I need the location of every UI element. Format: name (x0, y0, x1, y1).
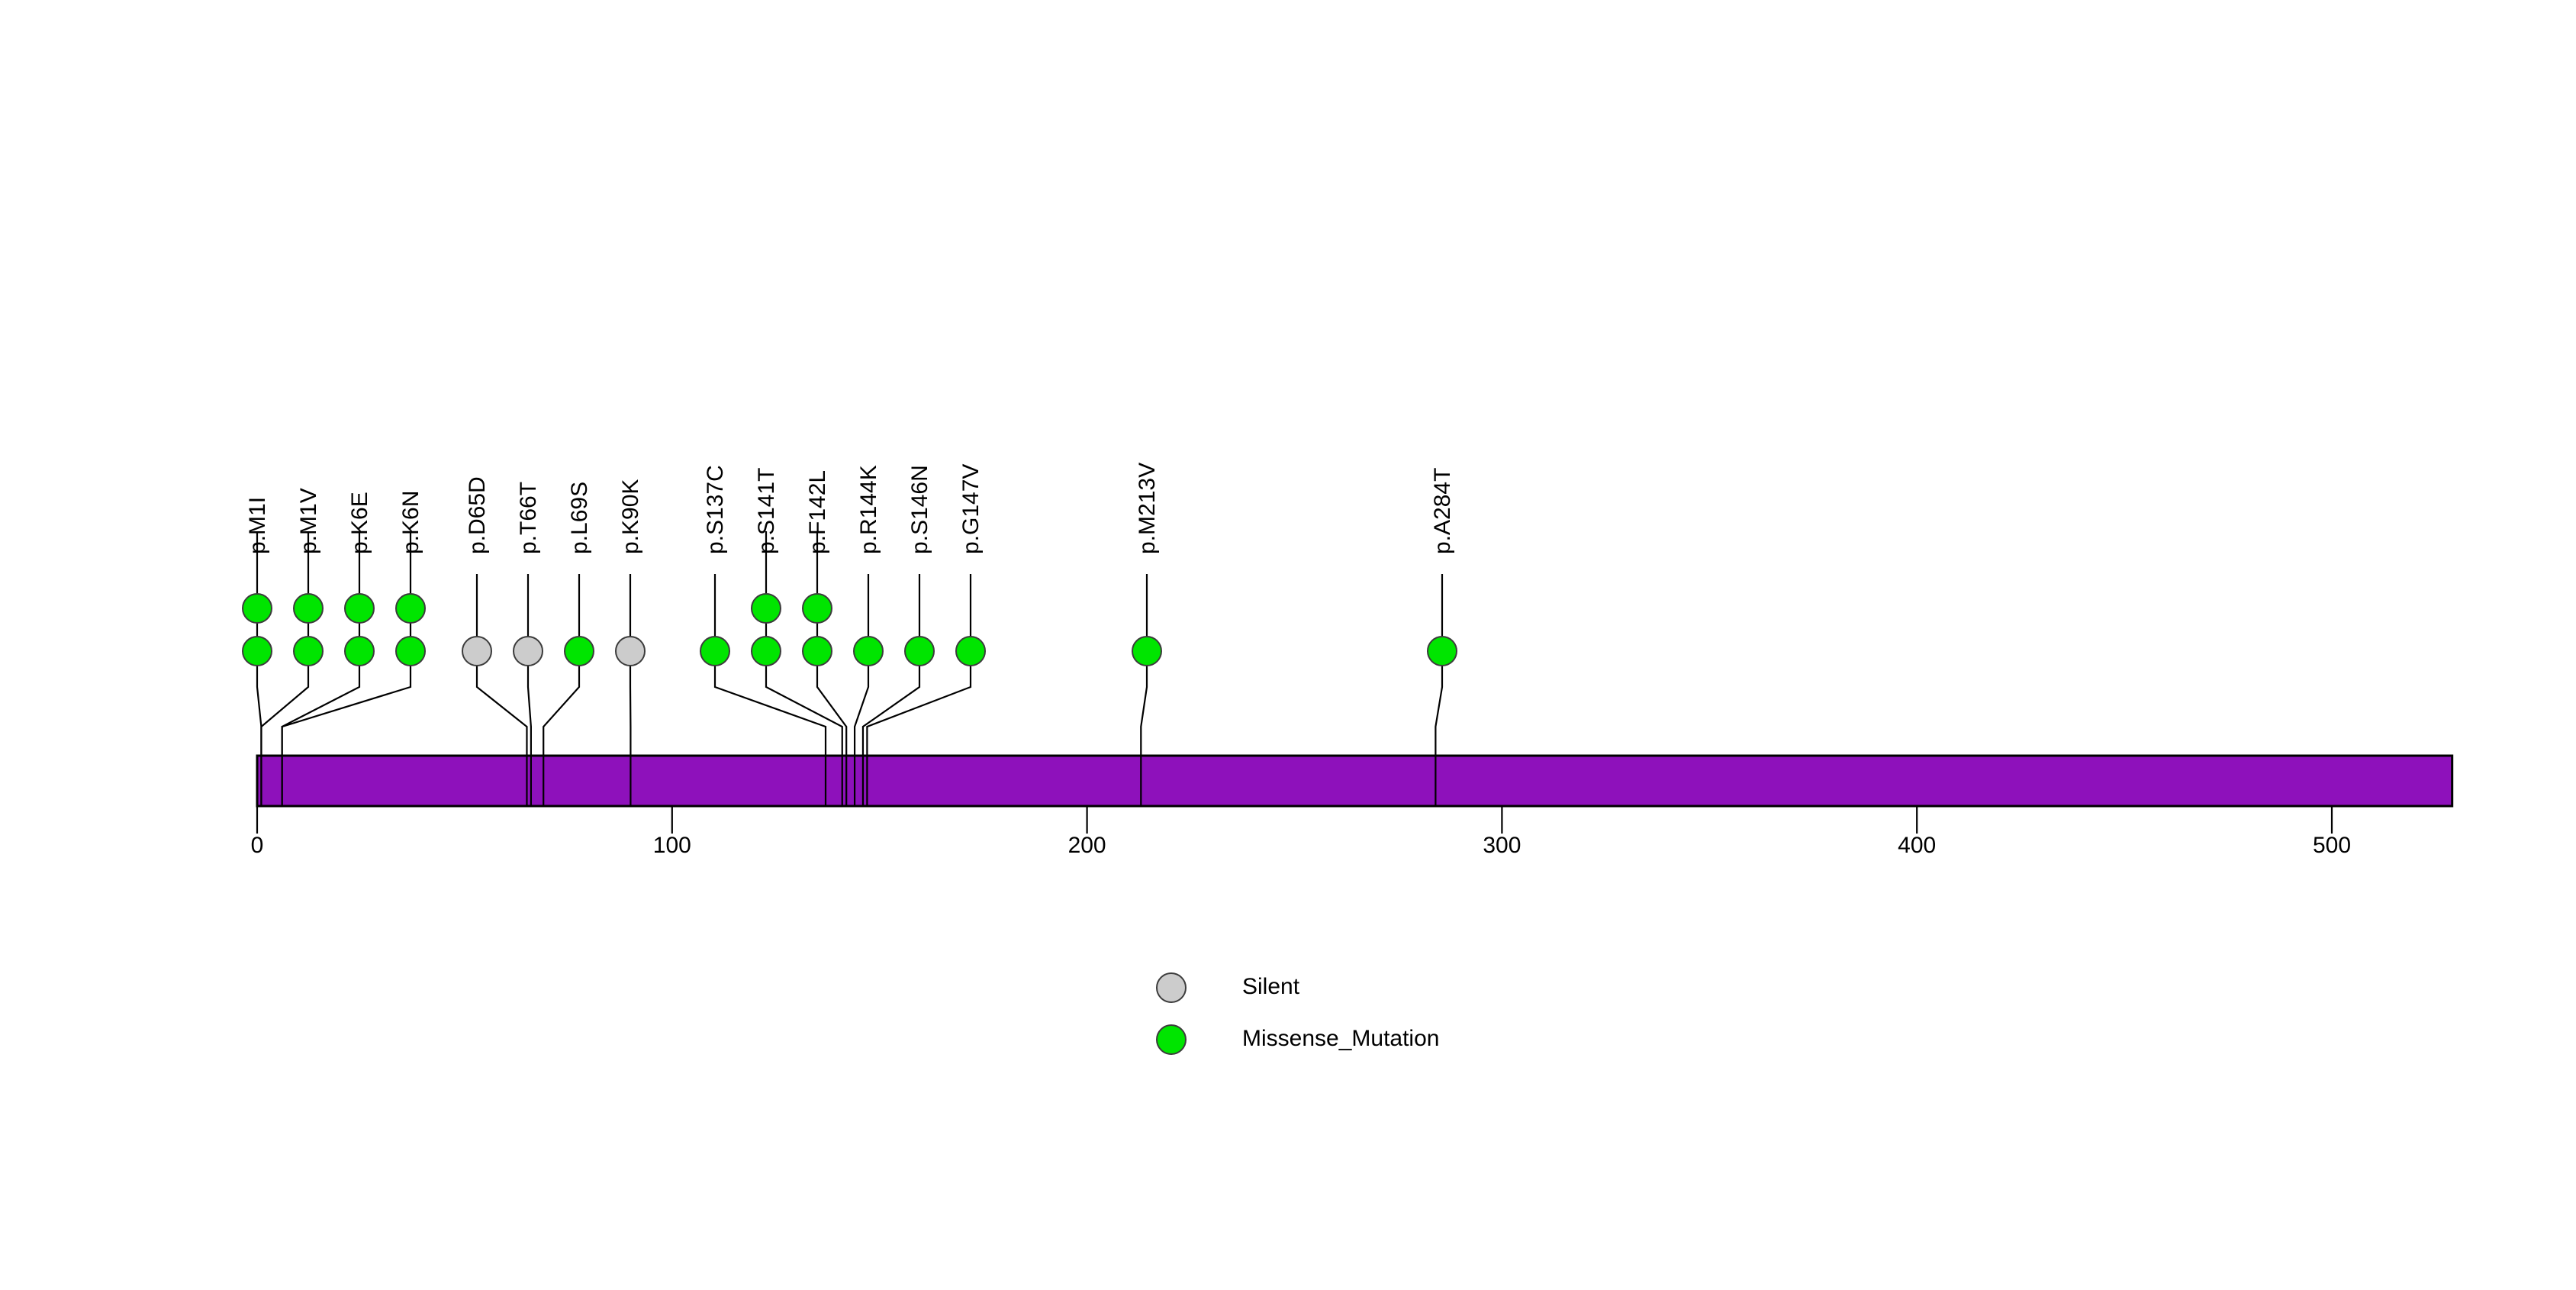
lollipop-stem (475, 574, 528, 806)
lollipop-dot-missense_mutation[interactable] (1427, 636, 1457, 666)
axis-tick-label: 200 (1068, 833, 1106, 858)
lollipop-stem (866, 574, 972, 806)
legend-label: Silent (1242, 974, 1300, 999)
lollipop-dot-missense_mutation[interactable] (955, 636, 986, 666)
lollipop-dot-missense_mutation[interactable] (564, 636, 594, 666)
axis-tick-label: 400 (1898, 833, 1936, 858)
lollipop-dot-missense_mutation[interactable] (242, 593, 272, 624)
mutation-label: p.K90K (618, 479, 643, 554)
mutation-label: p.M213V (1135, 463, 1160, 554)
lollipop-dot-missense_mutation[interactable] (751, 593, 781, 624)
mutation-label: p.S146N (907, 465, 932, 554)
lollipop-dot-missense_mutation[interactable] (751, 636, 781, 666)
lollipop-dot-silent[interactable] (462, 636, 492, 666)
mutation-label: p.K6N (398, 491, 423, 554)
legend-swatch-missense_mutation[interactable] (1156, 1024, 1187, 1055)
legend-swatch-silent[interactable] (1156, 972, 1187, 1003)
lollipop-dot-silent[interactable] (615, 636, 646, 666)
axis-tick-label: 100 (653, 833, 691, 858)
lollipop-dot-missense_mutation[interactable] (293, 636, 324, 666)
lollipop-stem (713, 574, 827, 806)
lollipop-stem (861, 574, 921, 806)
lollipop-dot-missense_mutation[interactable] (395, 636, 426, 666)
lollipop-dot-missense_mutation[interactable] (293, 593, 324, 624)
legend-label: Missense_Mutation (1242, 1026, 1439, 1051)
mutation-label: p.S141T (754, 468, 779, 554)
mutation-label: p.F142L (805, 470, 830, 554)
lollipop-dot-silent[interactable] (513, 636, 543, 666)
lollipop-stem (853, 574, 870, 806)
mutation-label: p.K6E (347, 492, 372, 554)
lollipop-dot-missense_mutation[interactable] (395, 593, 426, 624)
lollipop-dot-missense_mutation[interactable] (1132, 636, 1162, 666)
lollipop-dot-missense_mutation[interactable] (904, 636, 935, 666)
mutation-label: p.M1I (245, 497, 270, 554)
mutation-label: p.S137C (703, 465, 728, 554)
lollipop-dot-missense_mutation[interactable] (344, 593, 375, 624)
lollipop-dot-missense_mutation[interactable] (802, 593, 832, 624)
mutation-label: p.R144K (856, 465, 881, 554)
mutation-label: p.D65D (465, 476, 490, 554)
lollipop-stem (526, 574, 533, 806)
lollipop-stem (543, 574, 581, 806)
lollipop-dot-missense_mutation[interactable] (802, 636, 832, 666)
lollipop-dot-missense_mutation[interactable] (700, 636, 730, 666)
lollipop-dot-missense_mutation[interactable] (853, 636, 884, 666)
lollipop-stem (1140, 574, 1148, 806)
axis-tick-label: 0 (251, 833, 264, 858)
mutation-label: p.T66T (516, 482, 541, 554)
mutation-label: p.G147V (958, 464, 984, 554)
mutation-label: p.A284T (1430, 468, 1455, 554)
axis-tick-label: 500 (2313, 833, 2351, 858)
lollipop-dot-missense_mutation[interactable] (242, 636, 272, 666)
mutation-label: p.M1V (296, 488, 321, 554)
mutation-label: p.L69S (567, 482, 592, 554)
lollipop-stem (1435, 574, 1444, 806)
protein-backbone-bar[interactable] (256, 754, 2454, 808)
lollipop-dot-missense_mutation[interactable] (344, 636, 375, 666)
axis-tick-label: 300 (1483, 833, 1521, 858)
